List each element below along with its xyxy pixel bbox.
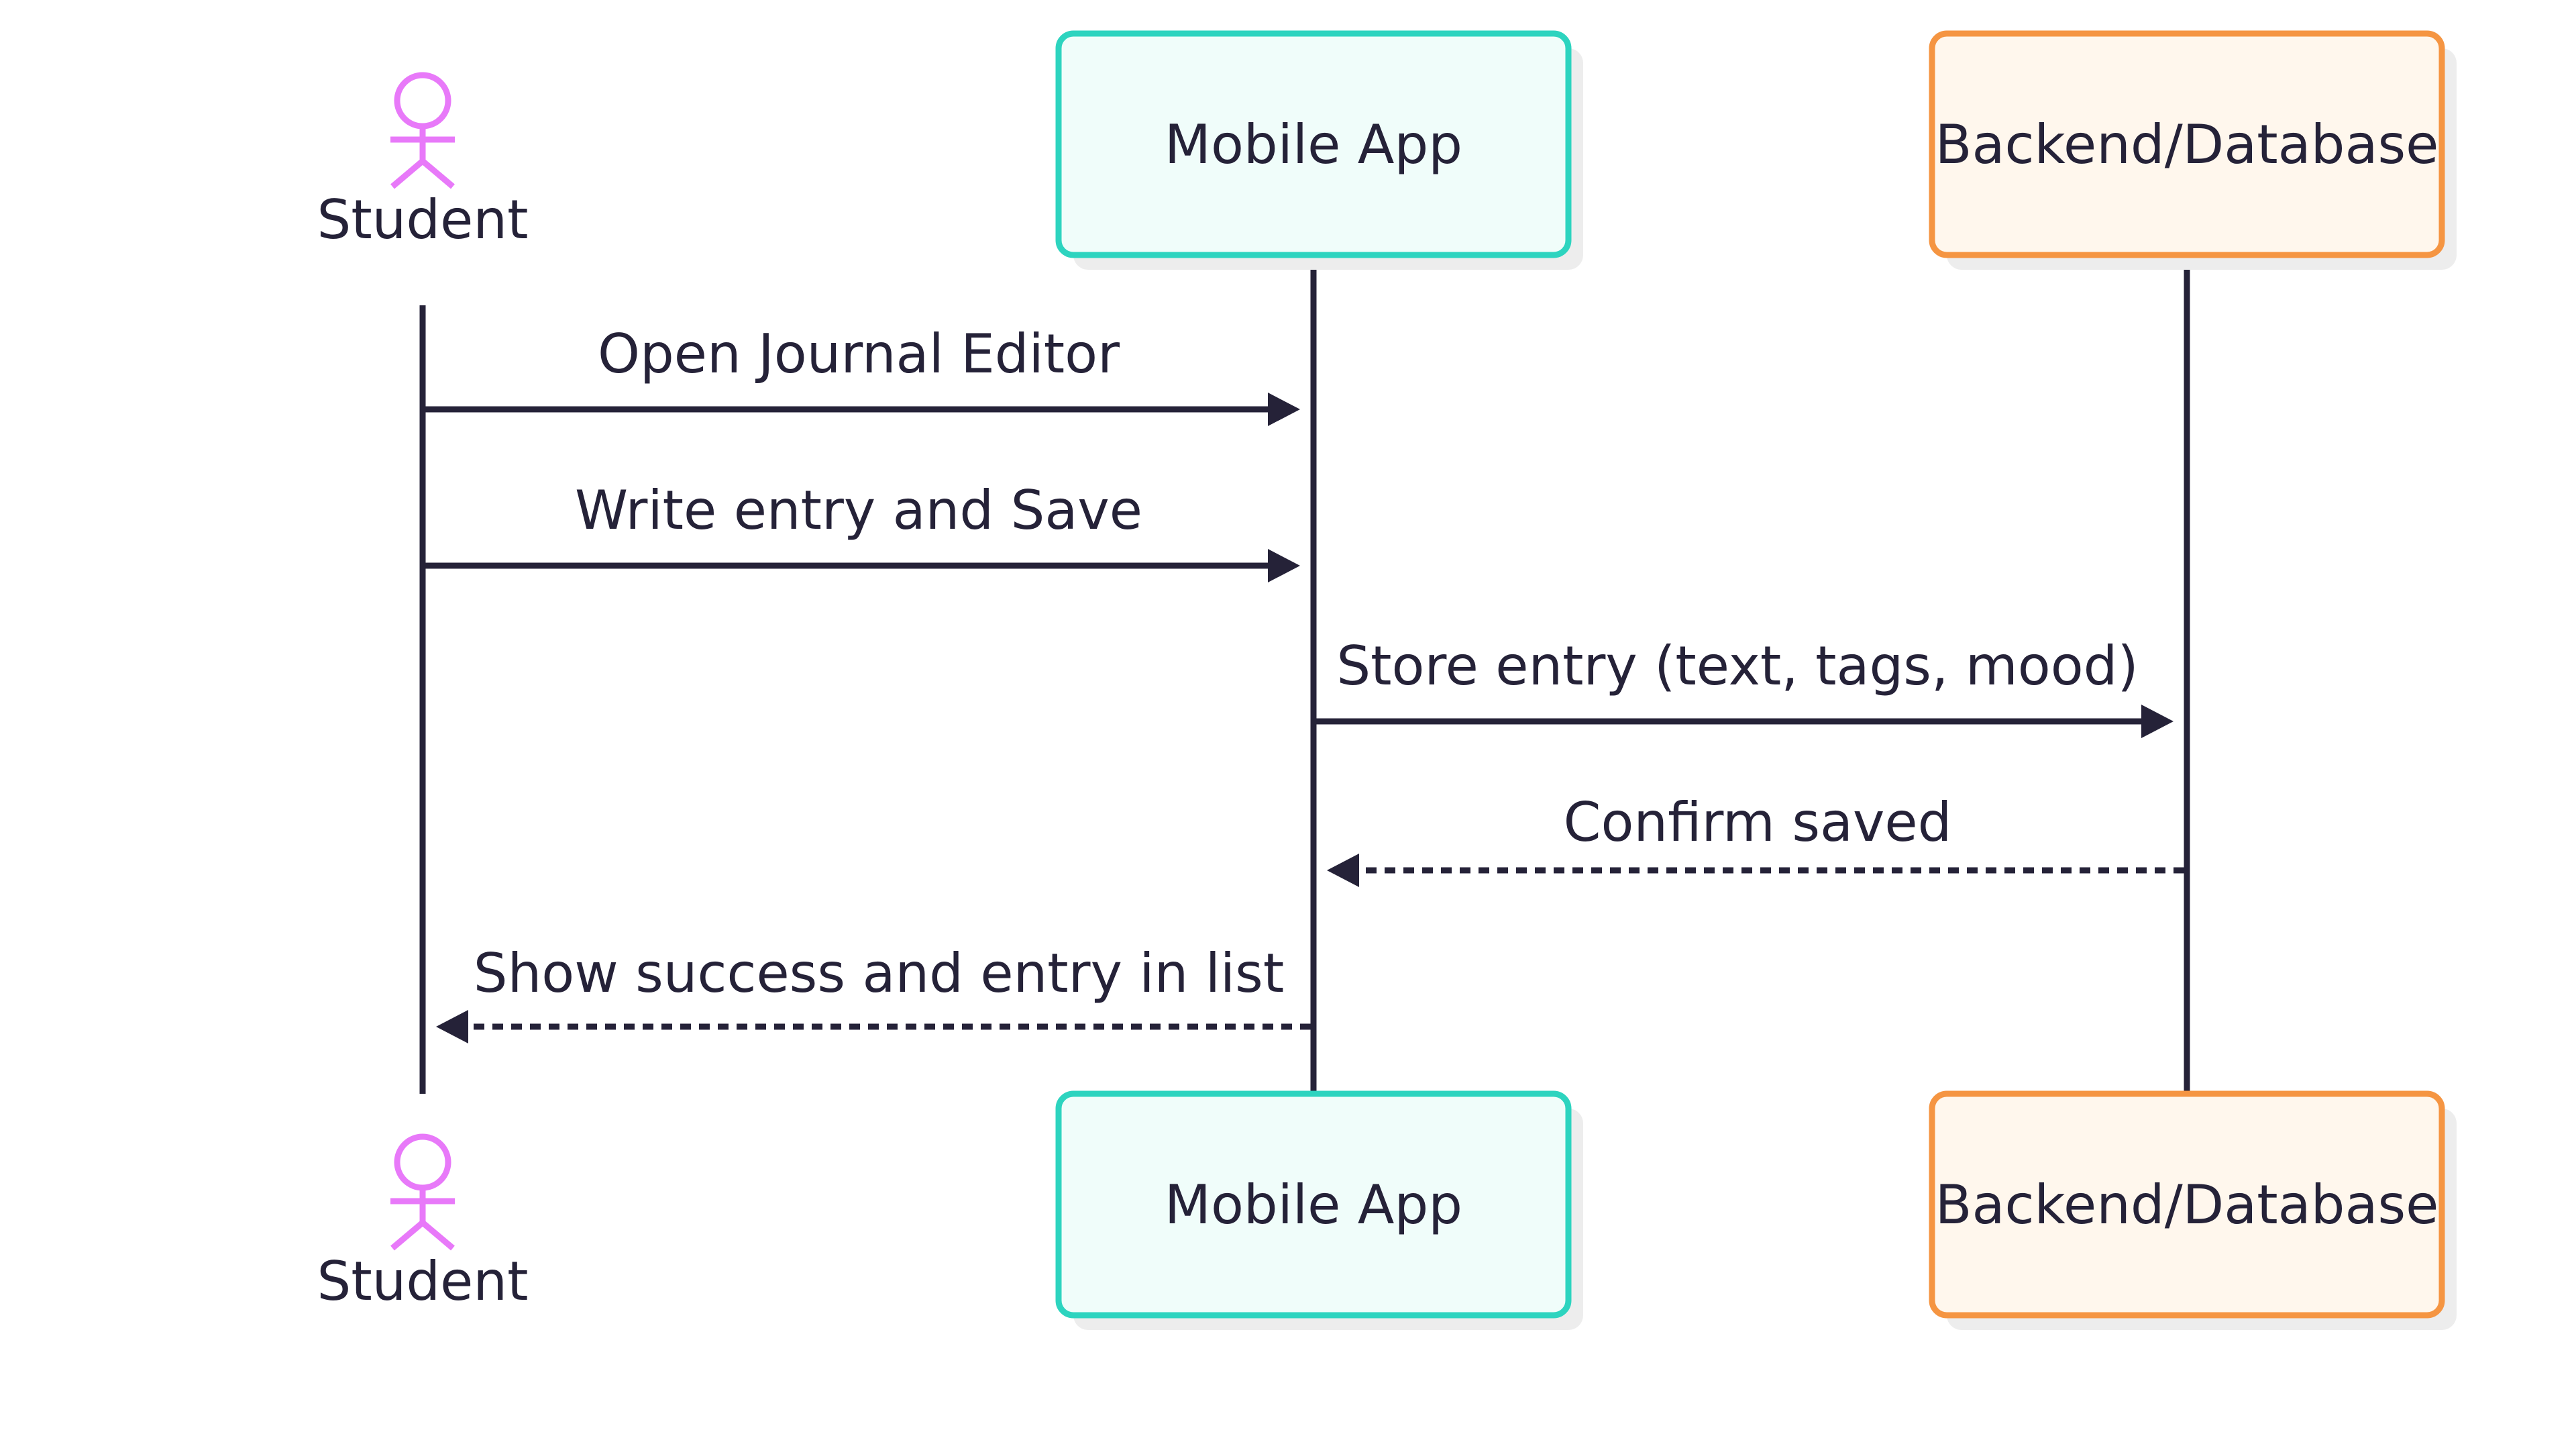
backend-label-bottom: Backend/Database bbox=[1935, 1174, 2439, 1236]
arrowhead-right bbox=[2141, 705, 2174, 738]
mobile-app-box-top: Mobile App bbox=[1055, 30, 1583, 270]
backend-label-top: Backend/Database bbox=[1935, 113, 2439, 176]
student-label-bottom: Student bbox=[317, 1250, 529, 1313]
arrowhead-left bbox=[436, 1010, 468, 1043]
message-show-success: Show success and entry in list bbox=[436, 942, 1311, 1043]
message-label: Store entry (text, tags, mood) bbox=[1336, 635, 2138, 697]
message-label: Open Journal Editor bbox=[598, 323, 1120, 385]
message-label: Show success and entry in list bbox=[474, 942, 1284, 1005]
message-label: Confirm saved bbox=[1564, 791, 1952, 854]
arrowhead-right bbox=[1268, 393, 1300, 426]
person-icon bbox=[390, 1133, 455, 1251]
message-open-journal-editor: Open Journal Editor bbox=[425, 323, 1300, 426]
mobile-app-label-top: Mobile App bbox=[1165, 113, 1462, 176]
mobile-app-box-bottom: Mobile App bbox=[1055, 1090, 1583, 1330]
student-actor-top: Student bbox=[317, 72, 529, 251]
message-write-entry-and-save: Write entry and Save bbox=[425, 479, 1300, 582]
mobile-app-label-bottom: Mobile App bbox=[1165, 1174, 1462, 1236]
backend-box-bottom: Backend/Database bbox=[1929, 1090, 2457, 1330]
message-confirm-saved: Confirm saved bbox=[1327, 791, 2184, 887]
arrowhead-left bbox=[1327, 854, 1359, 887]
message-store-entry: Store entry (text, tags, mood) bbox=[1316, 635, 2174, 738]
person-icon bbox=[390, 72, 455, 189]
arrowhead-right bbox=[1268, 549, 1300, 582]
student-label-top: Student bbox=[317, 189, 529, 251]
message-label: Write entry and Save bbox=[575, 479, 1142, 542]
backend-box-top: Backend/Database bbox=[1929, 30, 2457, 270]
student-actor-bottom: Student bbox=[317, 1133, 529, 1313]
